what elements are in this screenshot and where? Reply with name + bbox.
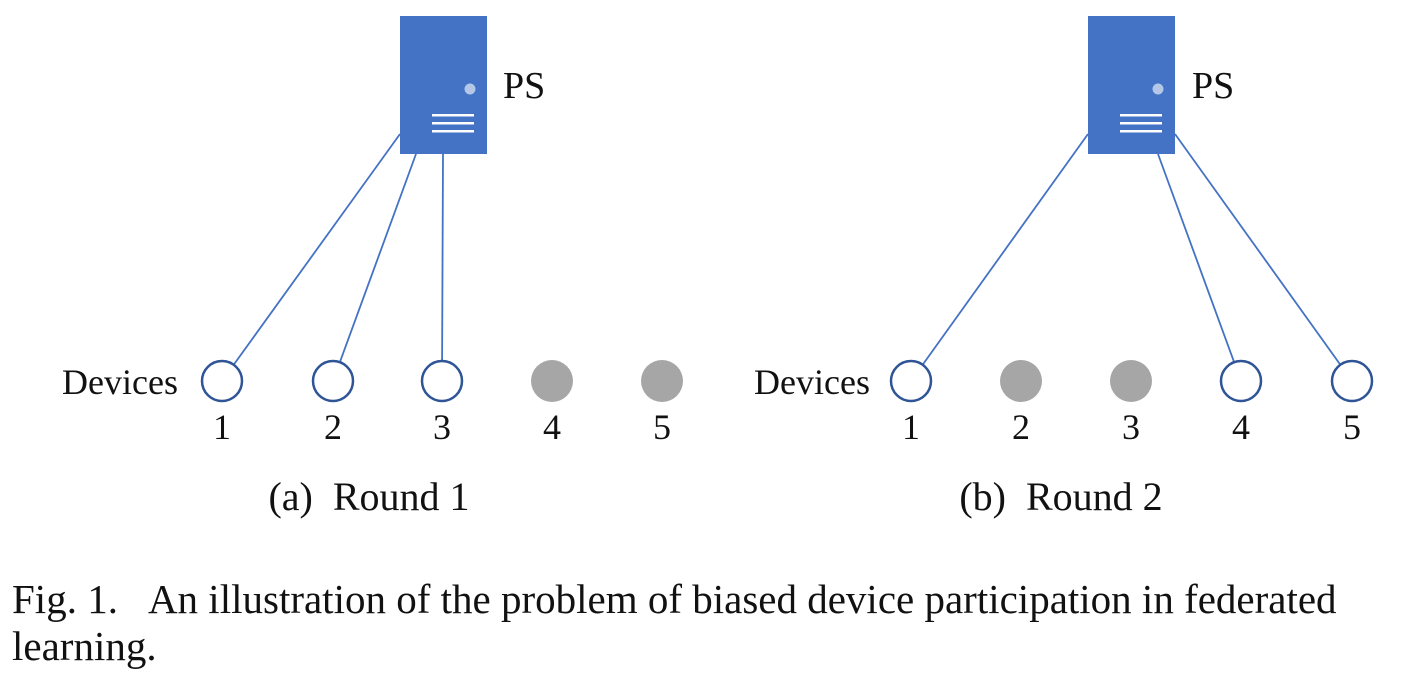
device-3-inactive	[1110, 360, 1152, 402]
server-led	[464, 83, 476, 95]
server-label: PS	[1192, 65, 1234, 107]
panel-2: PS Devices 1 2 3 4 5 (b) Round 2	[754, 16, 1374, 519]
device-5-inactive	[641, 360, 683, 402]
server-vent-1	[432, 114, 474, 117]
subcaption: (a) Round 1	[268, 474, 469, 519]
server-vent-3	[1120, 130, 1162, 133]
device-number-5: 5	[1343, 407, 1361, 447]
device-2-inactive	[1000, 360, 1042, 402]
server-vent-1	[1120, 114, 1162, 117]
device-number-4: 4	[543, 407, 561, 447]
device-3-active	[420, 359, 464, 403]
devices-label: Devices	[754, 362, 870, 402]
caption-text: An illustration of the problem of biased…	[12, 576, 1337, 669]
figure-number: Fig. 1.	[12, 576, 118, 622]
server-icon	[1088, 16, 1175, 154]
link-device-1	[232, 133, 401, 366]
link-device-1	[921, 133, 1089, 366]
device-number-2: 2	[324, 407, 342, 447]
link-device-4	[1157, 153, 1235, 363]
link-device-2	[339, 153, 417, 363]
server-vent-3	[432, 130, 474, 133]
device-number-1: 1	[213, 407, 231, 447]
device-2-active	[311, 359, 355, 403]
panel-1: PS Devices 1 2 3 4 5 (a) Round 1	[62, 16, 683, 519]
link-device-5	[1174, 133, 1342, 366]
server-icon	[400, 16, 487, 154]
device-1-active	[889, 359, 933, 403]
server-vent-2	[1120, 122, 1162, 125]
device-number-4: 4	[1232, 407, 1250, 447]
device-number-2: 2	[1012, 407, 1030, 447]
server-vent-2	[432, 122, 474, 125]
devices-label: Devices	[62, 362, 178, 402]
device-number-5: 5	[653, 407, 671, 447]
subcaption: (b) Round 2	[959, 474, 1162, 519]
server-label: PS	[503, 65, 545, 107]
device-4-active	[1219, 359, 1263, 403]
federated-learning-figure: PS Devices 1 2 3 4 5 (a) Round 1 PS Devices 1 2 3 4 5 (…	[62, 16, 1374, 519]
device-number-3: 3	[433, 407, 451, 447]
link-device-3	[441, 153, 444, 362]
device-4-inactive	[531, 360, 573, 402]
device-number-3: 3	[1122, 407, 1140, 447]
device-number-1: 1	[902, 407, 920, 447]
device-1-active	[200, 359, 244, 403]
figure-caption: Fig. 1.An illustration of the problem of…	[12, 576, 1412, 670]
server-led	[1152, 83, 1164, 95]
device-5-active	[1330, 359, 1374, 403]
server-body	[400, 16, 487, 154]
server-body	[1088, 16, 1175, 154]
